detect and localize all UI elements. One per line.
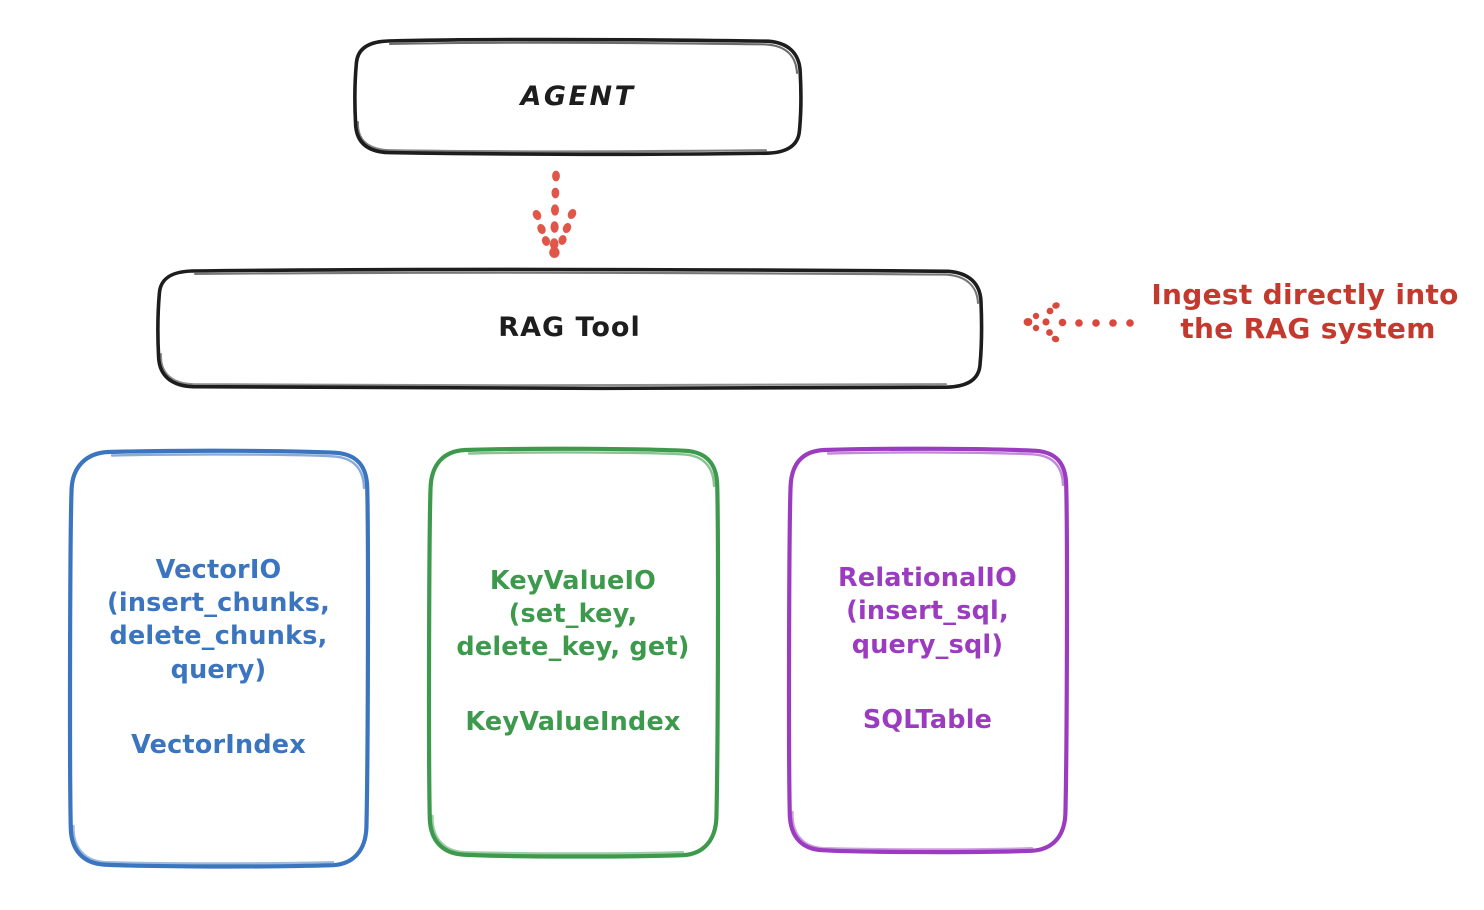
arrow-agent-to-rag-tool [532,170,577,258]
connector-ingest-to-rag-tool[interactable] [1020,300,1140,344]
ingest-annotation-line-2: the RAG system [1180,312,1436,346]
vector-io-api-label: VectorIO (insert_chunks, delete_chunks, … [107,555,330,685]
vector-io-box-outline [67,448,371,869]
agent-label: AGENT [520,80,636,112]
node-key-value-io[interactable]: KeyValueIO (set_key, delete_key, get) Ke… [429,448,717,856]
key-value-io-box-outline [426,446,721,859]
rag-tool-box-outline [156,267,984,391]
node-relational-io[interactable]: RelationalIO (insert_sql, query_sql) SQL… [789,448,1066,851]
node-rag-tool[interactable]: RAG Tool [158,270,981,386]
relational-io-api-label: RelationalIO (insert_sql, query_sql) [838,563,1017,660]
key-value-io-index-label: KeyValueIndex [465,707,681,738]
key-value-io-api-label: KeyValueIO (set_key, delete_key, get) [456,565,690,662]
node-vector-io[interactable]: VectorIO (insert_chunks, delete_chunks, … [70,450,367,866]
connector-agent-to-rag-tool[interactable] [528,160,584,264]
node-agent[interactable]: AGENT [355,40,801,154]
agent-box-outline [353,37,803,157]
relational-io-box-outline [786,446,1070,855]
arrow-ingest-to-rag-tool [1023,302,1134,343]
ingest-annotation-line-1: Ingest directly into [1151,278,1459,311]
relational-io-index-label: SQLTable [862,704,993,735]
vector-io-index-label: VectorIndex [131,729,306,760]
ingest-annotation: Ingest directly into the RAG system [1140,278,1470,346]
rag-tool-label: RAG Tool [498,311,641,343]
